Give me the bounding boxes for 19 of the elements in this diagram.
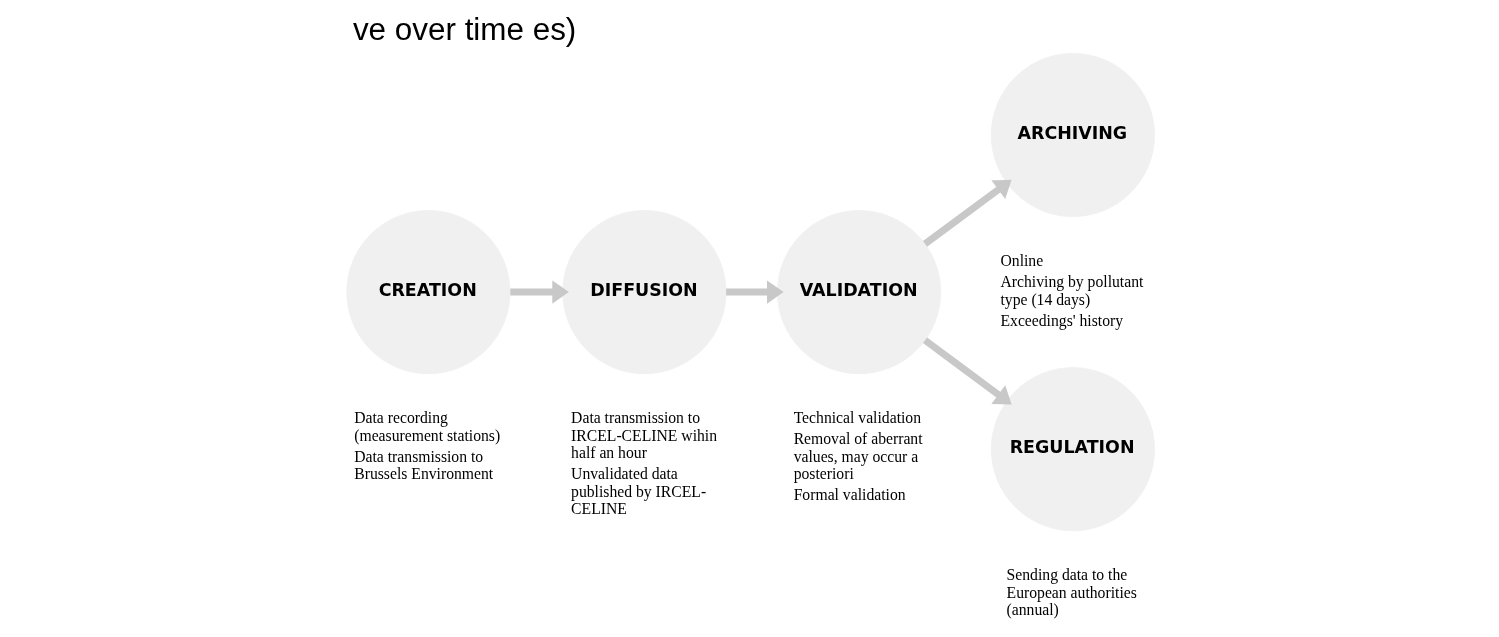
arrow xyxy=(509,280,569,304)
node-label: Data transmission to Brussels Environment xyxy=(353,447,493,483)
arrow xyxy=(922,179,1012,247)
node-label: Technical validation xyxy=(793,409,921,427)
arrow xyxy=(725,280,784,304)
node-label: Data transmission to IRCEL-CELINE wihin half an hour xyxy=(570,409,717,462)
diagram-title: ve over time es) xyxy=(352,12,576,48)
node-label: Online xyxy=(999,252,1043,270)
node-label: Sending data to the European authorities (annual) xyxy=(1006,566,1137,619)
node-label: Unvalidated data published by IRCEL-CELINE xyxy=(570,465,706,518)
node-circle: VALIDATION xyxy=(776,210,941,375)
node-label: Formal validation xyxy=(793,486,906,504)
node-circle: DIFFUSION xyxy=(561,210,726,375)
arrow xyxy=(922,337,1012,405)
node-label: Data recording (measurement stations) xyxy=(353,409,500,444)
node-label: Exceedings' history xyxy=(999,311,1123,329)
node-label: Removal of aberrant values, may occur a posteriori xyxy=(793,430,923,483)
node-circle: CREATION xyxy=(345,210,510,375)
node-label: Archiving by pollutant type (14 days) xyxy=(999,273,1143,308)
